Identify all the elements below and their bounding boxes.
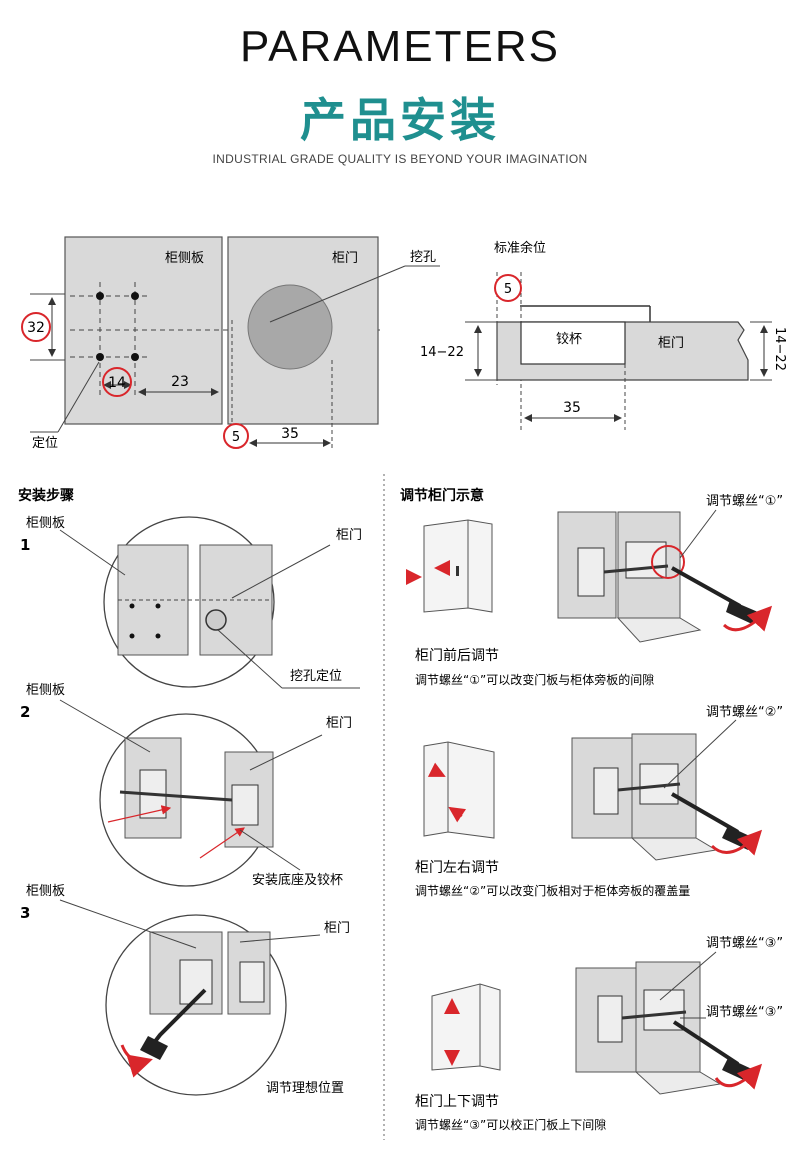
- step3-side-label: 柜侧板: [26, 884, 65, 899]
- step2-side-label: 柜侧板: [26, 683, 65, 698]
- std-margin-label: 标准余位: [494, 240, 546, 256]
- adjust1-name: 柜门前后调节: [415, 647, 499, 664]
- adjust3-screw-label: 调节螺丝“③”: [706, 936, 783, 951]
- dim-35a: 35: [281, 426, 299, 442]
- adjust2-screw-label: 调节螺丝“②”: [706, 705, 783, 720]
- dim-1422b: 14−22: [772, 327, 787, 371]
- step2-door-label: 柜门: [326, 716, 352, 731]
- step2-number: 2: [20, 703, 30, 721]
- step1-number: 1: [20, 536, 30, 554]
- page-subtitle: INDUSTRIAL GRADE QUALITY IS BEYOND YOUR …: [212, 152, 588, 166]
- locate-label: 定位: [32, 436, 58, 451]
- step1-side-label: 柜侧板: [26, 516, 65, 531]
- dim-35b: 35: [563, 400, 581, 416]
- adjust-title: 调节柜门示意: [400, 487, 484, 504]
- adjust-item-1: 调节螺丝“①” 柜门前后调节 调节螺丝“①”可以改变门板与柜体旁板的间隙: [406, 494, 783, 687]
- dig-hole-label: 挖孔: [410, 250, 436, 265]
- adjust-section: 调节柜门示意 调节螺丝“①” 柜门前后调节 调节螺丝“①”可以改变门板与柜体旁板…: [400, 487, 783, 1132]
- dim-32: 32: [27, 320, 45, 336]
- dim-1422a: 14−22: [420, 345, 464, 360]
- adjust2-name: 柜门左右调节: [415, 860, 499, 876]
- dimension-drawing: 柜侧板 32 14 23 定位 柜门 挖孔 5: [21, 236, 787, 451]
- door2-label: 柜门: [658, 336, 684, 351]
- install-step-3: 柜侧板 3 柜门 调节理想位置: [20, 884, 350, 1096]
- adjust1-desc: 调节螺丝“①”可以改变门板与柜体旁板的间隙: [415, 672, 654, 687]
- step3-caption: 调节理想位置: [266, 1080, 344, 1096]
- adjust3-name: 柜门上下调节: [415, 1094, 499, 1110]
- adjust3-desc: 调节螺丝“③”可以校正门板上下间隙: [415, 1117, 606, 1132]
- install-steps: 安装步骤 柜侧板 1 柜门 挖孔定位 柜侧板 2: [18, 487, 362, 1096]
- install-step-1: 柜侧板 1 柜门 挖孔定位: [20, 516, 362, 689]
- step3-number: 3: [20, 904, 30, 922]
- adjust3-screw2-label: 调节螺丝“③”: [706, 1005, 783, 1020]
- install-title: 安装步骤: [18, 487, 74, 504]
- dim-14: 14: [108, 375, 126, 391]
- side-panel-label: 柜侧板: [165, 251, 204, 266]
- adjust1-screw-label: 调节螺丝“①”: [706, 494, 783, 509]
- dim-5b: 5: [504, 282, 512, 297]
- page-title-cn: 产品安装: [300, 93, 500, 147]
- door-label: 柜门: [332, 251, 358, 266]
- page-title: PARAMETERS: [240, 22, 560, 71]
- adjust-item-2: 调节螺丝“②” 柜门左右调节 调节螺丝“②”可以改变门板相对于柜体旁板的覆盖量: [415, 705, 783, 898]
- step1-door-label: 柜门: [336, 528, 362, 543]
- install-step-2: 柜侧板 2 柜门 安装底座及铰杯: [20, 683, 352, 888]
- adjust2-desc: 调节螺丝“②”可以改变门板相对于柜体旁板的覆盖量: [415, 883, 690, 898]
- step3-door-label: 柜门: [324, 921, 350, 936]
- dim-23: 23: [171, 374, 189, 390]
- adjust-item-3: 调节螺丝“③” 调节螺丝“③” 柜门上下调节 调节螺丝“③”可以校正门板上下间隙: [415, 936, 783, 1132]
- dim-5a: 5: [232, 430, 240, 445]
- cup-label: 铰杯: [556, 332, 582, 347]
- step2-caption: 安装底座及铰杯: [252, 872, 343, 888]
- step1-caption: 挖孔定位: [290, 669, 342, 684]
